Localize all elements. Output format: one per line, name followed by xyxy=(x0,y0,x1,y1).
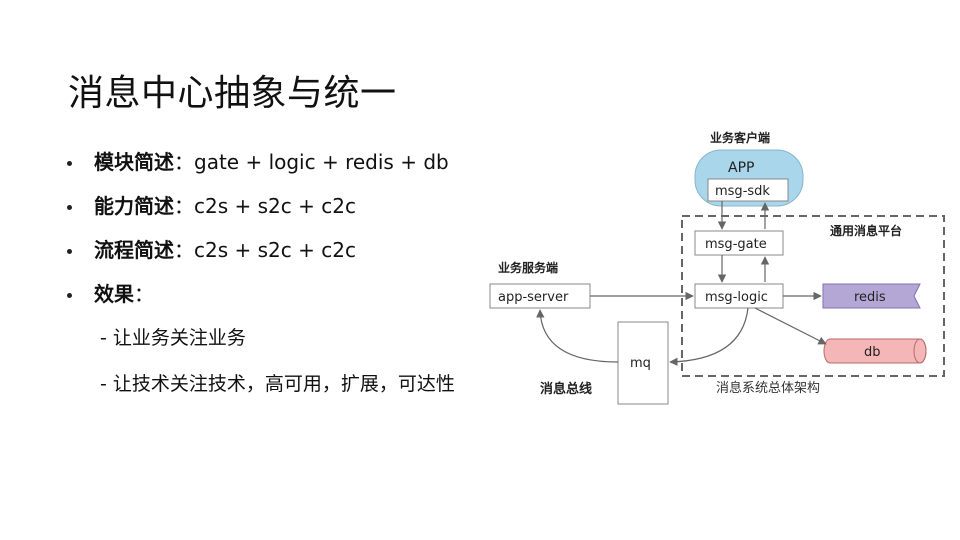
app-label: APP xyxy=(728,160,754,176)
logic-label: msg-logic xyxy=(705,290,768,305)
bullet-item-capabilities: 能力简述：c2s + s2c + c2c xyxy=(64,192,449,236)
platform-label: 通用消息平台 xyxy=(830,223,902,238)
bullet-item-effect: 效果： xyxy=(64,280,449,324)
bullet-label: 能力简述 xyxy=(94,194,174,218)
bullet-list: 模块简述：gate + logic + redis + db 能力简述：c2s … xyxy=(64,148,449,324)
bullet-separator: ： xyxy=(134,282,154,306)
architecture-diagram: 通用消息平台 消息系统总体架构 业务客户端 APP msg-sdk msg-ga… xyxy=(489,130,945,405)
sdk-label: msg-sdk xyxy=(715,184,770,199)
logic-node xyxy=(694,283,784,309)
arrow-mq-to-server xyxy=(536,309,619,363)
bullet-dot xyxy=(67,249,72,254)
bullet-dot xyxy=(67,205,72,210)
diagram-caption: 消息系统总体架构 xyxy=(716,380,820,396)
bullet-separator: ： xyxy=(174,150,194,174)
bullet-item-modules: 模块简述：gate + logic + redis + db xyxy=(64,148,449,192)
platform-boundary xyxy=(681,215,945,377)
bullet-dot xyxy=(67,161,72,166)
client-side-label: 业务客户端 xyxy=(710,130,770,145)
sdk-node xyxy=(707,178,789,202)
bullet-label: 流程简述 xyxy=(94,238,174,262)
bullet-item-flow: 流程简述：c2s + s2c + c2c xyxy=(64,236,449,280)
db-label: db xyxy=(864,345,881,360)
app-server-node xyxy=(489,283,591,309)
bullet-label: 模块简述 xyxy=(94,150,174,174)
bullet-value: c2s + s2c + c2c xyxy=(194,238,356,262)
redis-node xyxy=(822,283,921,309)
gate-label: msg-gate xyxy=(705,237,767,252)
bullet-value: gate + logic + redis + db xyxy=(194,150,449,174)
mq-node xyxy=(617,321,669,405)
bullet-value: c2s + s2c + c2c xyxy=(194,194,356,218)
db-node-rim xyxy=(913,338,927,364)
server-side-label: 业务服务端 xyxy=(498,260,558,275)
arrow-logic-to-mq xyxy=(669,307,749,366)
sub-item-tech: - 让技术关注技术，高可用，扩展，可达性 xyxy=(100,373,455,395)
bus-label: 消息总线 xyxy=(540,381,592,397)
bullet-separator: ： xyxy=(174,238,194,262)
gate-node xyxy=(694,230,784,256)
app-server-label: app-server xyxy=(498,290,569,305)
page-title: 消息中心抽象与统一 xyxy=(68,73,397,114)
bullet-dot xyxy=(67,293,72,298)
bullet-label: 效果 xyxy=(94,282,134,306)
redis-label: redis xyxy=(854,290,886,305)
arrow-logic-to-db xyxy=(754,307,827,345)
mq-label: mq xyxy=(630,356,651,371)
bullet-separator: ： xyxy=(174,194,194,218)
sub-item-business: - 让业务关注业务 xyxy=(100,327,246,349)
